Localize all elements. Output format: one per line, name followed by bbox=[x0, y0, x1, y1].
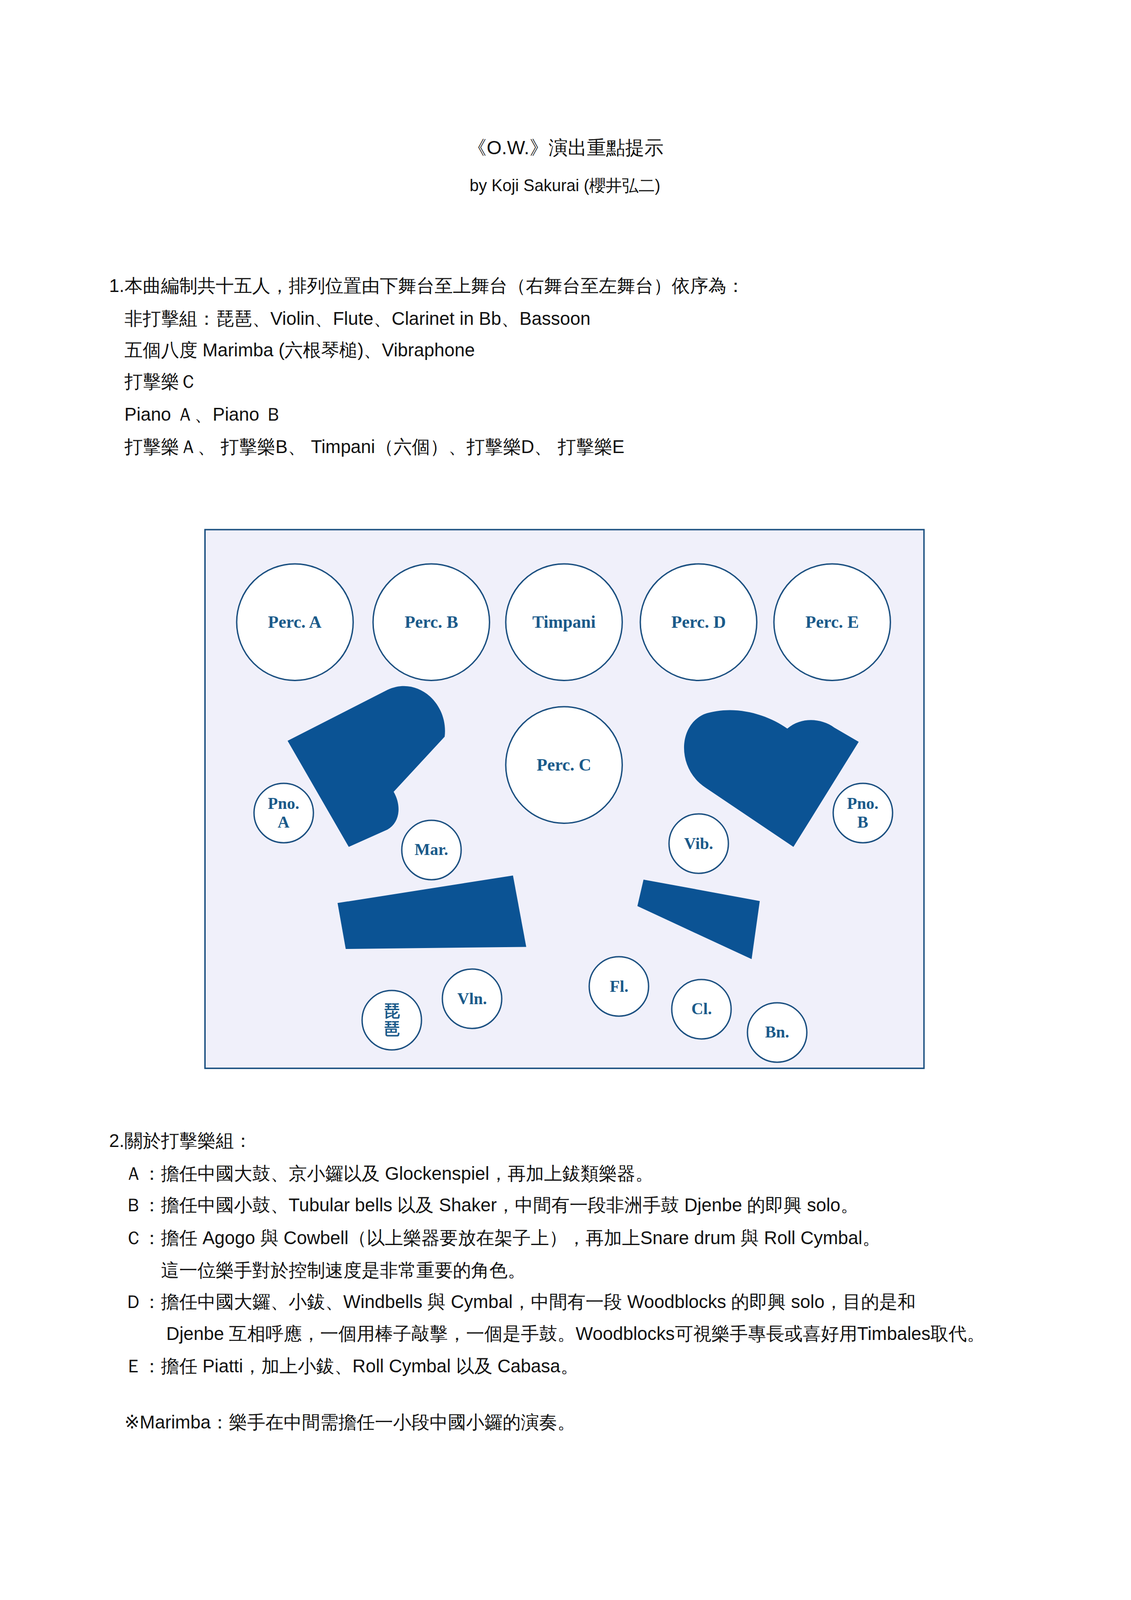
note-line: Ｃ：擔任 Agogo 與 Cowbell（以上樂器要放在架子上），再加上Snar… bbox=[124, 1224, 881, 1250]
note-line: 五個八度 Marimba (六根琴槌)、Vibraphone bbox=[124, 337, 475, 363]
instrument-label: Timpani bbox=[513, 612, 615, 633]
instrument-label: Perc. D bbox=[648, 612, 749, 633]
circle-outline bbox=[254, 783, 314, 843]
instrument-position: Mar. bbox=[400, 819, 462, 881]
note-line: Ｅ：擔任 Piatti，加上小鈸、Roll Cymbal 以及 Cabasa。 bbox=[124, 1353, 579, 1379]
instrument-label: Cl. bbox=[679, 999, 724, 1018]
byline: by Koji Sakurai (櫻井弘二) bbox=[469, 174, 661, 197]
note-line: 打擊樂Ｃ bbox=[124, 368, 198, 395]
instrument-label: Vln. bbox=[450, 989, 494, 1008]
instrument-position: Perc. D bbox=[639, 562, 758, 681]
note-line: ※Marimba：樂手在中間需擔任一小段中國小鑼的演奏。 bbox=[124, 1409, 576, 1435]
circle-outline bbox=[640, 563, 757, 680]
instrument-label: Fl. bbox=[596, 976, 641, 996]
note-line: Ｂ：擔任中國小鼓、Tubular bells 以及 Shaker，中間有一段非洲… bbox=[124, 1192, 859, 1218]
instrument-label: Pno. A bbox=[261, 793, 306, 832]
instrument-position: Timpani bbox=[504, 562, 623, 681]
circle-outline bbox=[236, 563, 353, 680]
circle-outline bbox=[671, 979, 732, 1039]
instrument-label: Mar. bbox=[409, 840, 454, 859]
note-line: 打擊樂Ａ、 打擊樂B、 Timpani（六個）、打擊樂D、 打擊樂E bbox=[124, 434, 625, 460]
circle-outline bbox=[505, 706, 623, 823]
circle-outline bbox=[833, 783, 893, 843]
instrument-position: Fl. bbox=[588, 955, 650, 1017]
instrument-position: Vib. bbox=[668, 812, 730, 874]
instrument-label: Perc. C bbox=[513, 754, 615, 775]
instrument-position: Perc. C bbox=[504, 705, 623, 824]
note-line: Ａ：擔任中國大鼓、京小鑼以及 Glockenspiel，再加上鈸類樂器。 bbox=[124, 1160, 654, 1186]
instrument-position: Cl. bbox=[670, 978, 732, 1040]
note-line: 非打擊組：琵琶、Violin、Flute、Clarinet in Bb、Bass… bbox=[124, 305, 591, 331]
instrument-position: Perc. A bbox=[235, 562, 354, 681]
circle-outline bbox=[401, 819, 462, 880]
instrument-position: Vln. bbox=[441, 967, 503, 1029]
circle-outline bbox=[589, 956, 649, 1016]
note-line: Ｄ：擔任中國大鑼、小鈸、Windbells 與 Cymbal，中間有一段 Woo… bbox=[124, 1288, 916, 1314]
instrument-label: Perc. E bbox=[782, 612, 883, 633]
page-title: 《O.W.》演出重點提示 bbox=[0, 134, 1131, 161]
instrument-position: Perc. E bbox=[773, 562, 892, 681]
note-line: 1.本曲編制共十五人，排列位置由下舞台至上舞台（右舞台至左舞台）依序為： bbox=[108, 273, 745, 299]
note-line: 這一位樂手對於控制速度是非常重要的角色。 bbox=[160, 1257, 526, 1283]
instrument-position: Pno. A bbox=[253, 782, 315, 844]
instrument-label: Pno. B bbox=[840, 793, 885, 832]
instrument-label: Perc. B bbox=[381, 612, 482, 633]
stage-area bbox=[204, 529, 924, 1069]
circle-outline bbox=[773, 563, 891, 680]
note-line: Djenbe 互相呼應，一個用棒子敲擊，一個是手鼓。Woodblocks可視樂手… bbox=[166, 1320, 986, 1346]
instrument-position: Bn. bbox=[746, 1001, 808, 1063]
circle-outline bbox=[747, 1002, 807, 1062]
note-line: 2.關於打擊樂組： bbox=[108, 1127, 252, 1153]
circle-outline bbox=[669, 813, 729, 873]
instrument-label: Perc. A bbox=[244, 612, 345, 633]
instrument-position: 琵琶 bbox=[361, 989, 423, 1051]
note-line: Piano Ａ、Piano Ｂ bbox=[124, 401, 283, 427]
marimba-shape bbox=[337, 875, 527, 949]
circle-outline bbox=[442, 968, 502, 1028]
instrument-position: Pno. B bbox=[832, 782, 894, 844]
circle-outline bbox=[373, 563, 490, 680]
instrument-position: Perc. B bbox=[372, 562, 491, 681]
vibraphone-shape bbox=[637, 879, 760, 959]
circle-outline bbox=[362, 990, 422, 1050]
instrument-label: Vib. bbox=[676, 834, 721, 853]
instrument-label: 琵琶 bbox=[383, 1001, 400, 1038]
circle-outline bbox=[505, 563, 623, 680]
instrument-label: Bn. bbox=[755, 1022, 799, 1042]
